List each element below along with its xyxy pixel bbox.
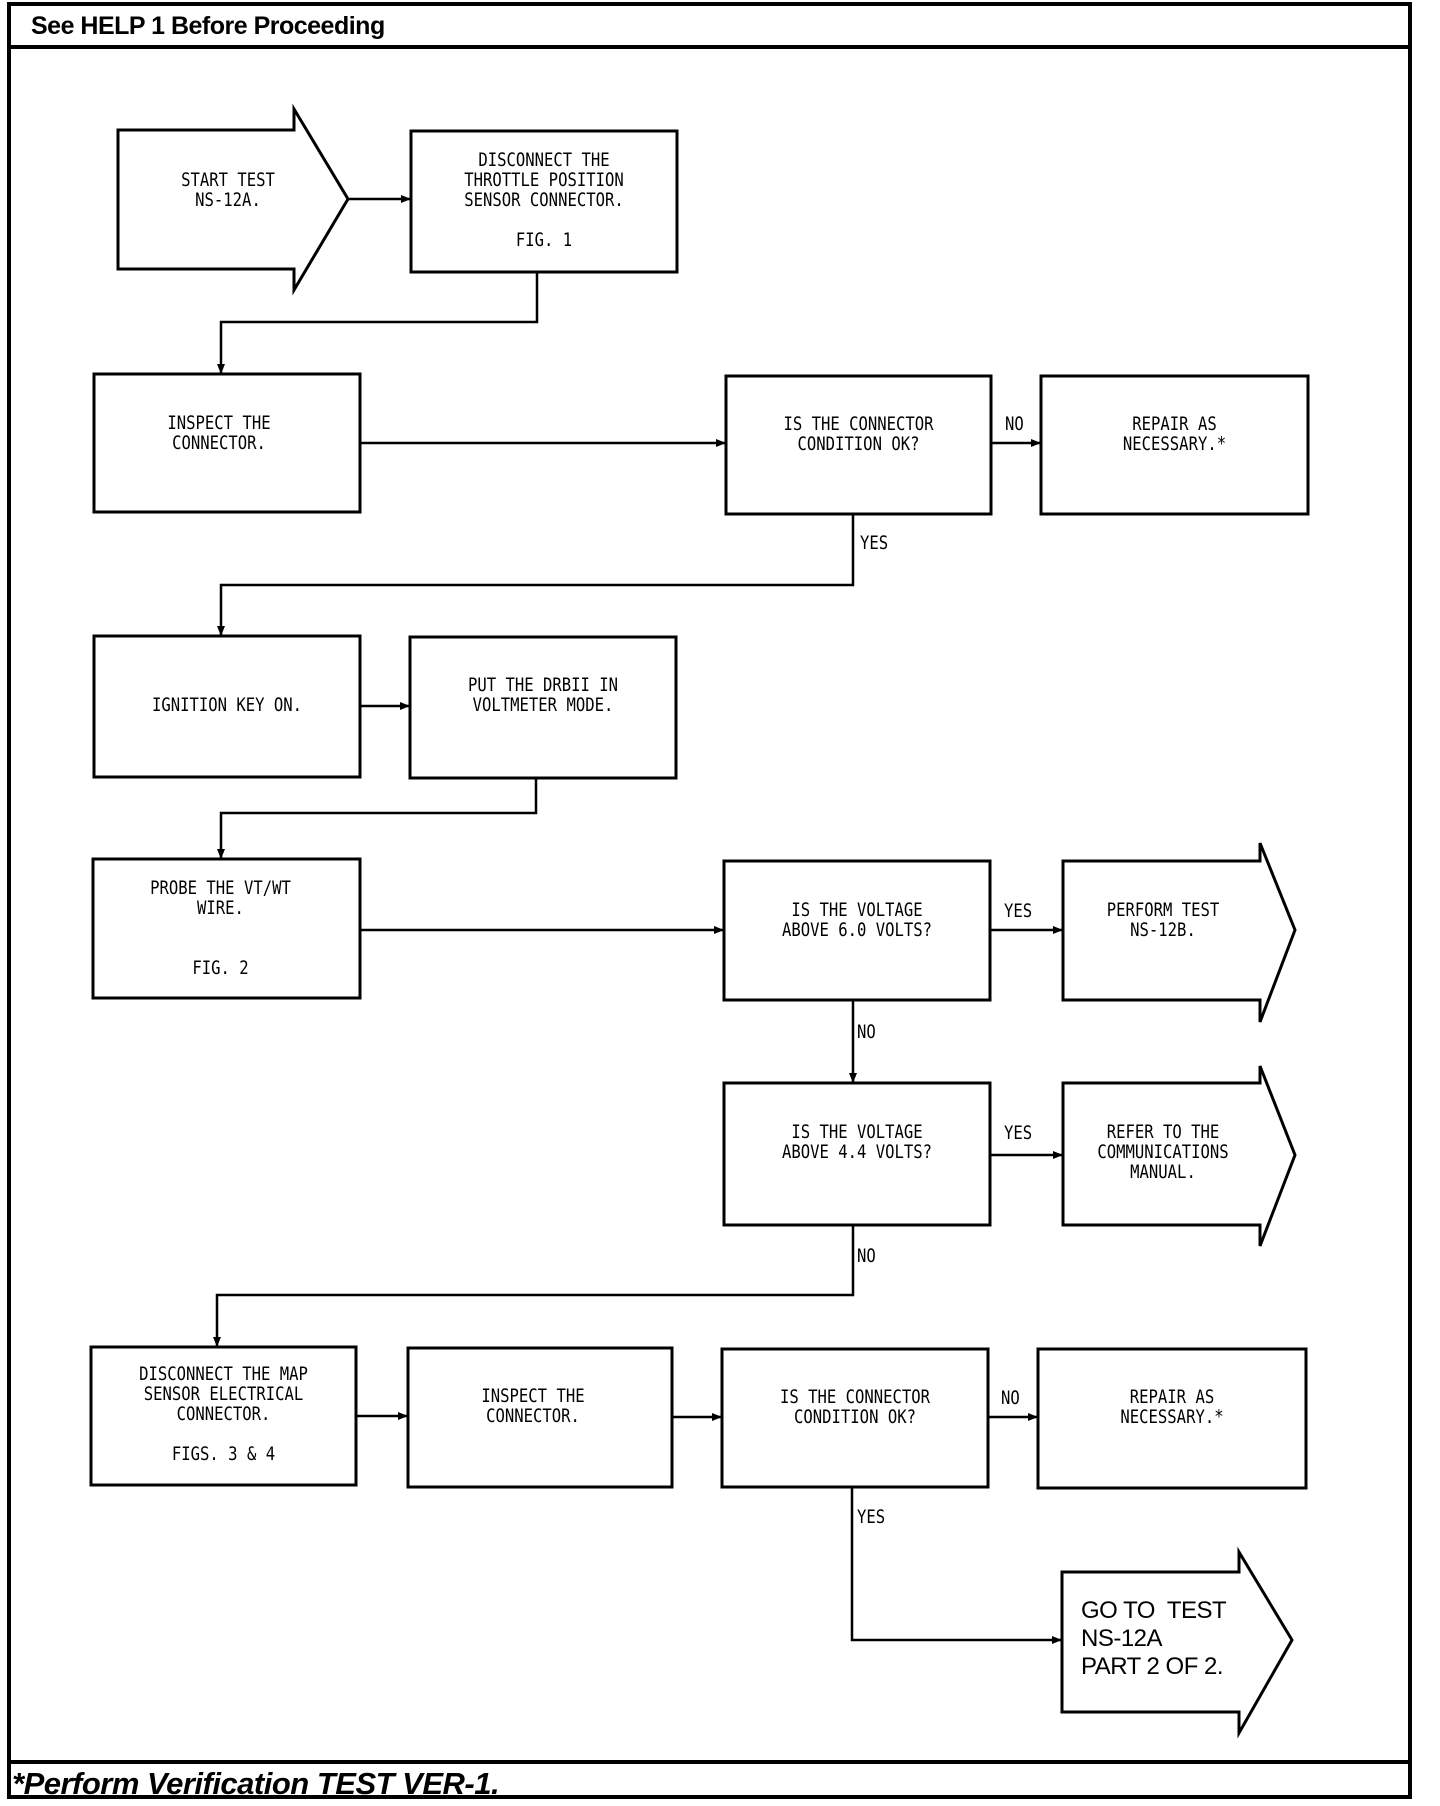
voltage-6-label: IS THE VOLTAGE ABOVE 6.0 VOLTS? [781, 899, 933, 941]
footer-divider [7, 1760, 1412, 1764]
repair-2-box [1036, 1347, 1308, 1490]
page-frame [7, 2, 1412, 1799]
disconnect-map-label: DISCONNECT THE MAP SENSOR ELECTRICAL CON… [139, 1363, 308, 1465]
connector-ok-1-label: IS THE CONNECTOR CONDITION OK? [783, 413, 934, 455]
start-arrow-shape [116, 103, 350, 296]
probe-box [91, 857, 362, 1000]
voltage-6-box [722, 859, 992, 1002]
goto-part2-arrow-shape [1060, 1546, 1294, 1739]
edge-label-decision-1-yes: YES [860, 532, 889, 554]
disconnect-tps-box [409, 129, 679, 274]
repair-2-label: REPAIR AS NECESSARY.* [1120, 1386, 1224, 1428]
edge-label-decision-2-no: NO [1001, 1387, 1020, 1409]
edge-label-decision-2-yes: YES [857, 1506, 886, 1528]
drbii-label: PUT THE DRBII IN VOLTMETER MODE. [467, 674, 619, 716]
inspect-2-box [406, 1346, 674, 1489]
inspect-1-box [92, 372, 362, 514]
disconnect-tps-label: DISCONNECT THE THROTTLE POSITION SENSOR … [464, 149, 624, 251]
edge-decision-1-yes [217, 514, 855, 636]
refer-manual-arrow-shape [1061, 1065, 1297, 1247]
repair-1-label: REPAIR AS NECESSARY.* [1122, 413, 1227, 455]
drbii-box [408, 635, 678, 780]
voltage-44-label: IS THE VOLTAGE ABOVE 4.4 VOLTS? [781, 1121, 933, 1163]
perform-ns12b-label: PERFORM TEST NS-12B. [1106, 899, 1220, 941]
repair-1-box [1039, 374, 1310, 516]
edge-disconnect-to-inspect [217, 272, 539, 374]
edge-drbii-to-probe [217, 778, 538, 859]
connector-ok-2-label: IS THE CONNECTOR CONDITION OK? [779, 1386, 931, 1428]
header-title: See HELP 1 Before Proceeding [31, 12, 385, 40]
perform-ns12b-arrow-shape [1061, 842, 1297, 1023]
probe-label: PROBE THE VT/WT WIRE. FIG. 2 [150, 877, 291, 979]
ignition-label: IGNITION KEY ON. [151, 694, 303, 716]
header-bar: See HELP 1 Before Proceeding [7, 2, 1412, 49]
edge-voltage-44-no [213, 1225, 855, 1347]
edge-label-voltage-44-yes: YES [1004, 1122, 1033, 1144]
voltage-44-box [722, 1081, 992, 1227]
inspect-2-label: INSPECT THE CONNECTOR. [481, 1385, 585, 1427]
connector-ok-2-box [720, 1347, 990, 1489]
footer-note: *Perform Verification TEST VER-1. [12, 1766, 500, 1801]
refer-manual-label: REFER TO THE COMMUNICATIONS MANUAL. [1097, 1121, 1229, 1183]
connector-ok-1-box [724, 374, 993, 516]
edge-label-voltage-6-no: NO [857, 1021, 876, 1043]
disconnect-map-box [89, 1345, 358, 1487]
edge-decision-2-yes [850, 1487, 1062, 1644]
start-label: START TEST NS-12A. [181, 169, 275, 211]
edge-label-voltage-44-no: NO [857, 1245, 876, 1267]
goto-part2-label: GO TO TEST NS-12A PART 2 OF 2. [1081, 1597, 1227, 1680]
inspect-1-label: INSPECT THE CONNECTOR. [167, 412, 271, 454]
edge-label-decision-1-no: NO [1005, 413, 1024, 435]
ignition-box [92, 634, 362, 779]
edge-label-voltage-6-yes: YES [1004, 900, 1033, 922]
